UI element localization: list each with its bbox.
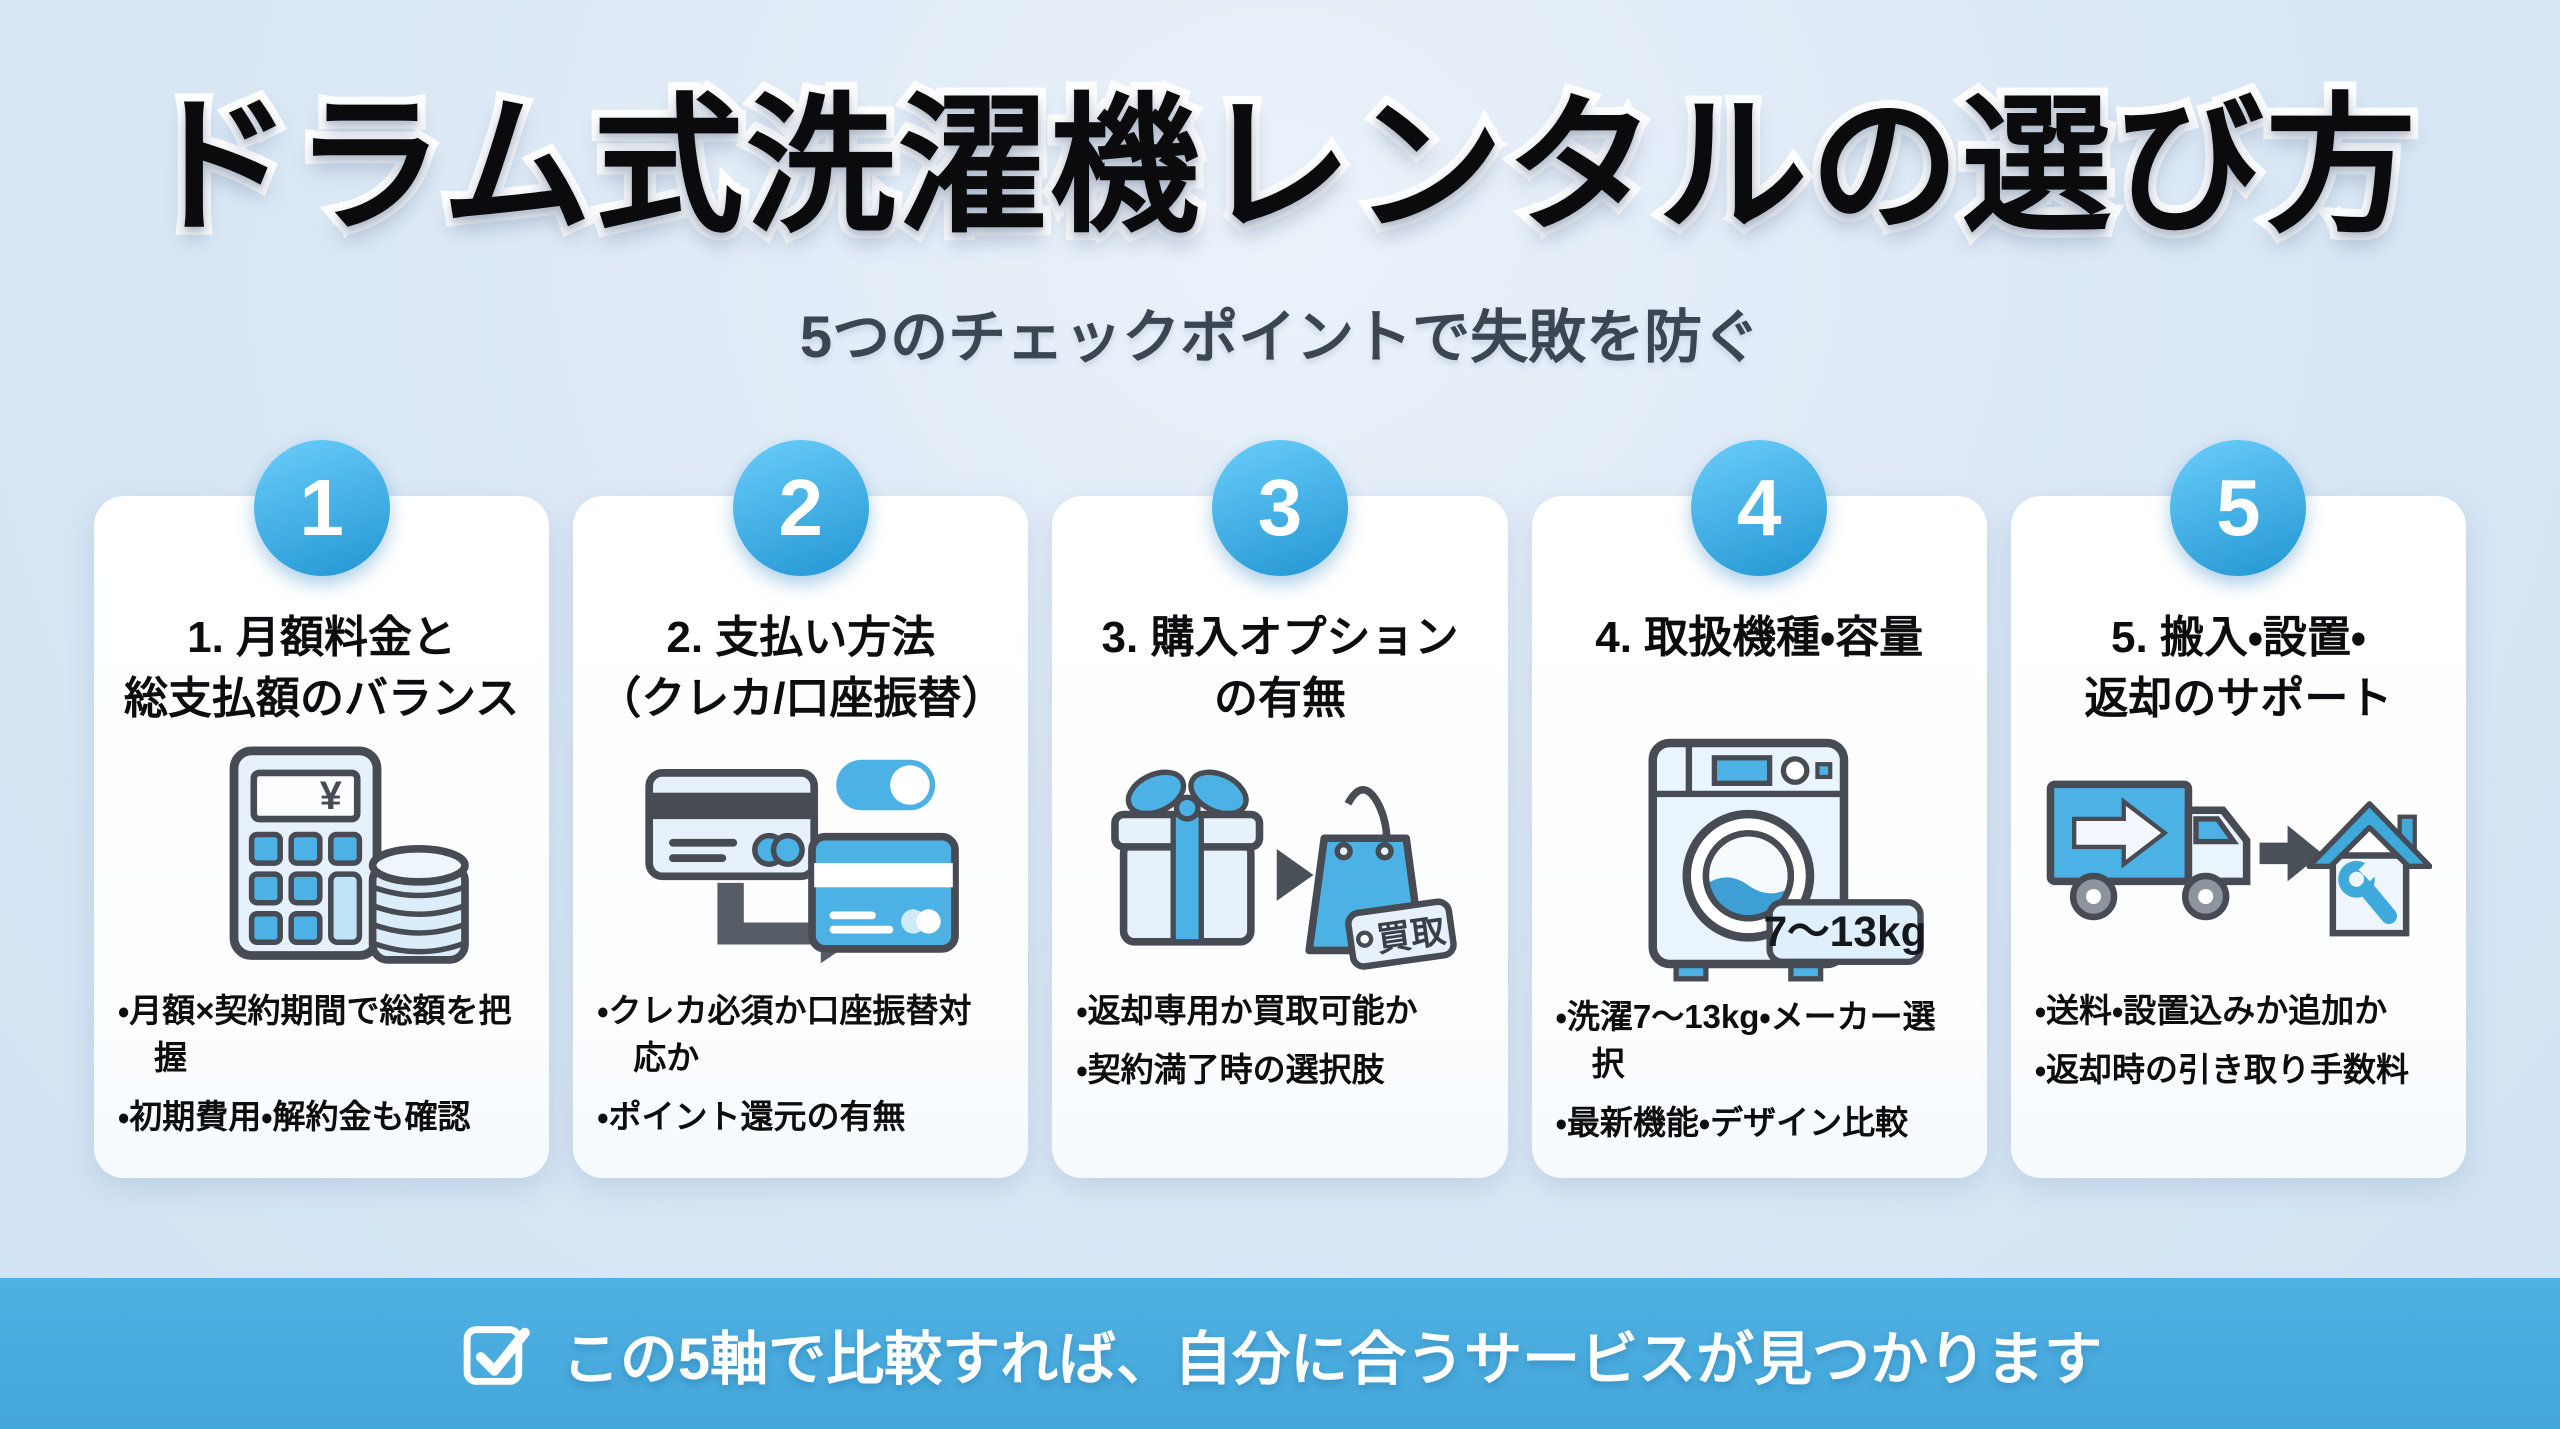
card-heading-line1: 1. 月額料金と	[187, 613, 457, 662]
house-wrench-icon	[2306, 801, 2433, 937]
gift-to-bag-icon: 買取	[1111, 769, 1457, 970]
washing-machine-icon: 7〜13kg	[1648, 738, 1927, 982]
toggle-switch-icon	[835, 759, 935, 811]
card-heading-line2: 返却のサポート	[2084, 673, 2393, 723]
bullet-marker: ・	[597, 1097, 609, 1135]
card-icon-area	[2035, 736, 2442, 988]
bullet-marker: ・	[2034, 1050, 2047, 1088]
card-bullet-list: ・返却専用か買取可能か ・契約満了時の選択肢	[1076, 988, 1483, 1172]
delivery-truck-icon	[2047, 780, 2251, 921]
bullet-marker: ・	[2034, 992, 2047, 1029]
calculator-icon: ¥	[229, 746, 381, 960]
card-bullet-list: ・クレカ必須か口座振替対応か ・ポイント還元の有無	[597, 988, 1004, 1172]
card-heading-line1: 3. 購入オプション	[1101, 613, 1459, 662]
bullet-marker: ・	[1555, 1103, 1567, 1141]
card-heading-line2: 総支払額のバランス	[124, 673, 520, 723]
bullet-text: 返却専用か買取可能か	[1087, 992, 1418, 1029]
bullet-item: ・返却専用か買取可能か	[1076, 988, 1483, 1035]
bullet-text: 洗濯7〜13kg・メーカー選択	[1566, 997, 1936, 1082]
bullet-text: クレカ必須か口座振替対応か	[608, 992, 972, 1076]
capacity-badge-label: 7〜13kg	[1764, 909, 1927, 956]
step-number-badge: 3	[1212, 440, 1348, 576]
card-heading: 5. 搬入・設置・ 返却のサポート	[2035, 608, 2442, 736]
card-heading-line1: 5. 搬入・設置・	[2110, 613, 2366, 662]
bullet-marker: ・	[1076, 992, 1088, 1029]
bullet-marker: ・	[1076, 1050, 1088, 1088]
card-heading-line2: の有無	[1214, 673, 1346, 723]
bullet-text: 返却時の引き取り手数料	[2046, 1050, 2410, 1088]
footer-banner: この5軸で比較すれば、自分に合うサービスが見つかります	[0, 1278, 2560, 1429]
card-delivery-support: 5 5. 搬入・設置・ 返却のサポート	[2010, 440, 2467, 1178]
card-bullet-list: ・洗濯7〜13kg・メーカー選択 ・最新機能・デザイン比較	[1556, 994, 1963, 1172]
card-heading: 2. 支払い方法 （クレカ/口座振替）	[597, 608, 1006, 736]
card-payment-method: 2 2. 支払い方法 （クレカ/口座振替）	[573, 440, 1029, 1178]
credit-card-toggle-icon	[645, 759, 959, 964]
page-subtitle: 5つのチェックポイントで失敗を防ぐ	[799, 305, 1761, 370]
wrench-icon	[2338, 860, 2398, 924]
bullet-item: ・洗濯7〜13kg・メーカー選択	[1556, 994, 1963, 1088]
bullet-item: ・クレカ必須か口座振替対応か	[597, 988, 1004, 1082]
arrow-right-icon	[2259, 825, 2323, 882]
capacity-badge: 7〜13kg	[1764, 899, 1927, 965]
bullet-marker: ・	[1555, 997, 1567, 1035]
credit-card-blue-icon	[807, 832, 959, 953]
bullet-text: 送料・設置込みか追加か	[2046, 992, 2388, 1029]
bullet-marker: ・	[118, 992, 130, 1029]
card-heading: 1. 月額料金と 総支払額のバランス	[118, 608, 525, 736]
card-heading-line2: （クレカ/口座振替）	[597, 673, 1006, 723]
card-models-capacity: 4 4. 取扱機種・容量	[1531, 440, 1987, 1178]
gift-box-icon	[1111, 769, 1264, 946]
buyback-tag: 買取	[1345, 898, 1457, 970]
calculator-coins-icon: ¥	[229, 746, 469, 964]
bullet-item: ・返却時の引き取り手数料	[2035, 1047, 2442, 1094]
bullet-item: ・送料・設置込みか追加か	[2035, 988, 2442, 1035]
coin-stack-icon	[368, 844, 469, 964]
bullet-item: ・月額×契約期間で総額を把握	[118, 988, 525, 1082]
bullet-item: ・契約満了時の選択肢	[1076, 1047, 1483, 1094]
card-icon-area	[597, 736, 1004, 988]
bullet-text: ポイント還元の有無	[608, 1097, 906, 1135]
bullet-text: 月額×契約期間で総額を把握	[129, 992, 512, 1076]
bullet-text: 初期費用・解約金も確認	[129, 1097, 471, 1135]
yen-symbol: ¥	[319, 774, 341, 818]
truck-to-house-icon	[2047, 780, 2433, 937]
arrow-right-icon	[1276, 849, 1314, 901]
step-number-badge: 4	[1691, 440, 1828, 576]
step-number-badge: 5	[2170, 440, 2307, 576]
credit-card-light-icon	[645, 769, 818, 881]
calculator-keys	[248, 831, 362, 946]
bullet-text: 契約満了時の選択肢	[1087, 1050, 1385, 1088]
step-number-badge: 1	[253, 440, 390, 576]
card-icon-area: ¥	[118, 736, 525, 988]
bullet-item: ・初期費用・解約金も確認	[118, 1094, 525, 1141]
card-monthly-fee: 1 1. 月額料金と 総支払額のバランス ¥	[94, 440, 550, 1178]
card-purchase-option: 3 3. 購入オプション の有無	[1052, 440, 1508, 1178]
card-heading-line1: 2. 支払い方法	[666, 613, 936, 662]
step-number-badge: 2	[732, 440, 869, 576]
bullet-marker: ・	[597, 992, 609, 1029]
checkpoint-cards-row: 1 1. 月額料金と 総支払額のバランス ¥	[0, 440, 2560, 1178]
card-bullet-list: ・月額×契約期間で総額を把握 ・初期費用・解約金も確認	[118, 988, 525, 1172]
bullet-item: ・最新機能・デザイン比較	[1556, 1100, 1963, 1147]
page-title: ドラム式洗濯機レンタルの選び方	[134, 74, 2424, 258]
footer-banner-text: この5軸で比較すれば、自分に合うサービスが見つかります	[561, 1326, 2103, 1392]
bullet-text: 最新機能・デザイン比較	[1566, 1103, 1909, 1141]
checkbox-icon	[463, 1325, 530, 1385]
card-heading-line1: 4. 取扱機種・容量	[1595, 613, 1924, 662]
card-icon-area: 買取	[1076, 736, 1483, 988]
bullet-item: ・ポイント還元の有無	[597, 1094, 1004, 1141]
card-icon-area: 7〜13kg	[1556, 732, 1963, 994]
card-heading: 3. 購入オプション の有無	[1076, 608, 1483, 736]
card-bullet-list: ・送料・設置込みか追加か ・返却時の引き取り手数料	[2035, 988, 2442, 1172]
card-heading: 4. 取扱機種・容量	[1556, 608, 1963, 732]
bullet-marker: ・	[118, 1097, 130, 1135]
